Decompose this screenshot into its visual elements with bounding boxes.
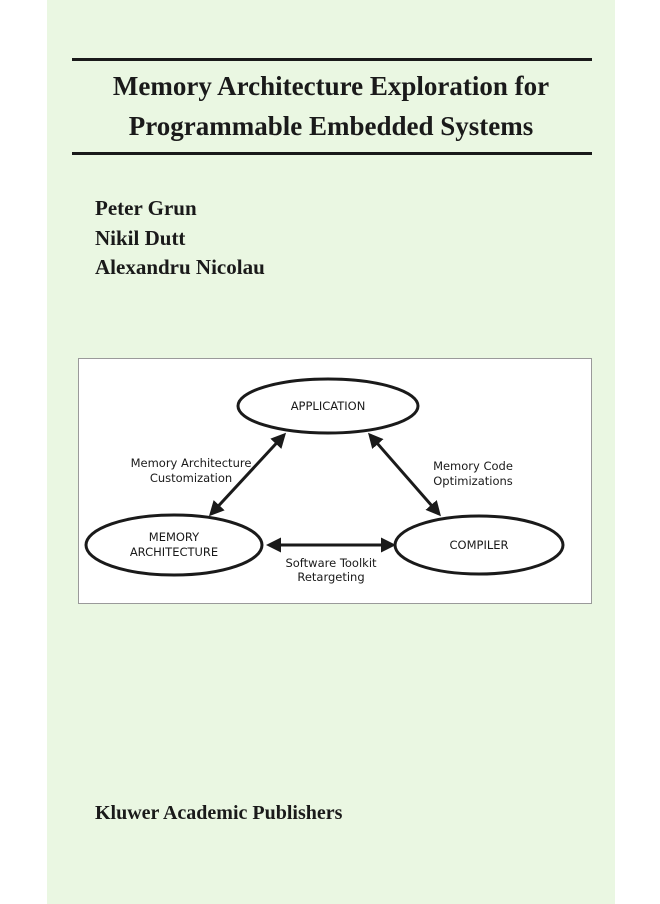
bottom-rule (72, 152, 592, 155)
compiler-label: COMPILER (450, 538, 509, 552)
top-rule (72, 58, 592, 61)
title-line-1: Memory Architecture Exploration for (112, 71, 550, 101)
left-edge-arrow (208, 432, 287, 517)
application-node (236, 377, 420, 435)
book-cover: Memory Architecture Exploration for Prog… (47, 0, 615, 904)
right-edge-label-line-2: Optimizations (433, 474, 513, 488)
bottom-edge-label-line-2: Retargeting (297, 570, 364, 584)
left-edge-label-line-1: Memory Architecture (131, 456, 252, 470)
diagram-svg: APPLICATION MEMORY ARCHITECTURE COMPILER… (84, 377, 565, 584)
bottom-edge-label-line-1: Software Toolkit (285, 556, 377, 570)
memory-label-line-2: ARCHITECTURE (130, 545, 218, 559)
author-1: Peter Grun (95, 196, 197, 220)
memory-label-line-1: MEMORY (149, 530, 200, 544)
author-2: Nikil Dutt (95, 226, 186, 250)
cover-diagram: APPLICATION MEMORY ARCHITECTURE COMPILER… (78, 358, 592, 604)
title-line-2: Programmable Embedded Systems (128, 111, 534, 141)
application-label: APPLICATION (291, 399, 366, 413)
publisher-name: Kluwer Academic Publishers (95, 802, 343, 824)
right-edge-label-line-1: Memory Code (433, 459, 513, 473)
author-3: Alexandru Nicolau (95, 255, 265, 279)
left-edge-label-line-2: Customization (150, 471, 232, 485)
right-edge-arrow (368, 432, 441, 517)
memory-architecture-node (84, 513, 264, 577)
